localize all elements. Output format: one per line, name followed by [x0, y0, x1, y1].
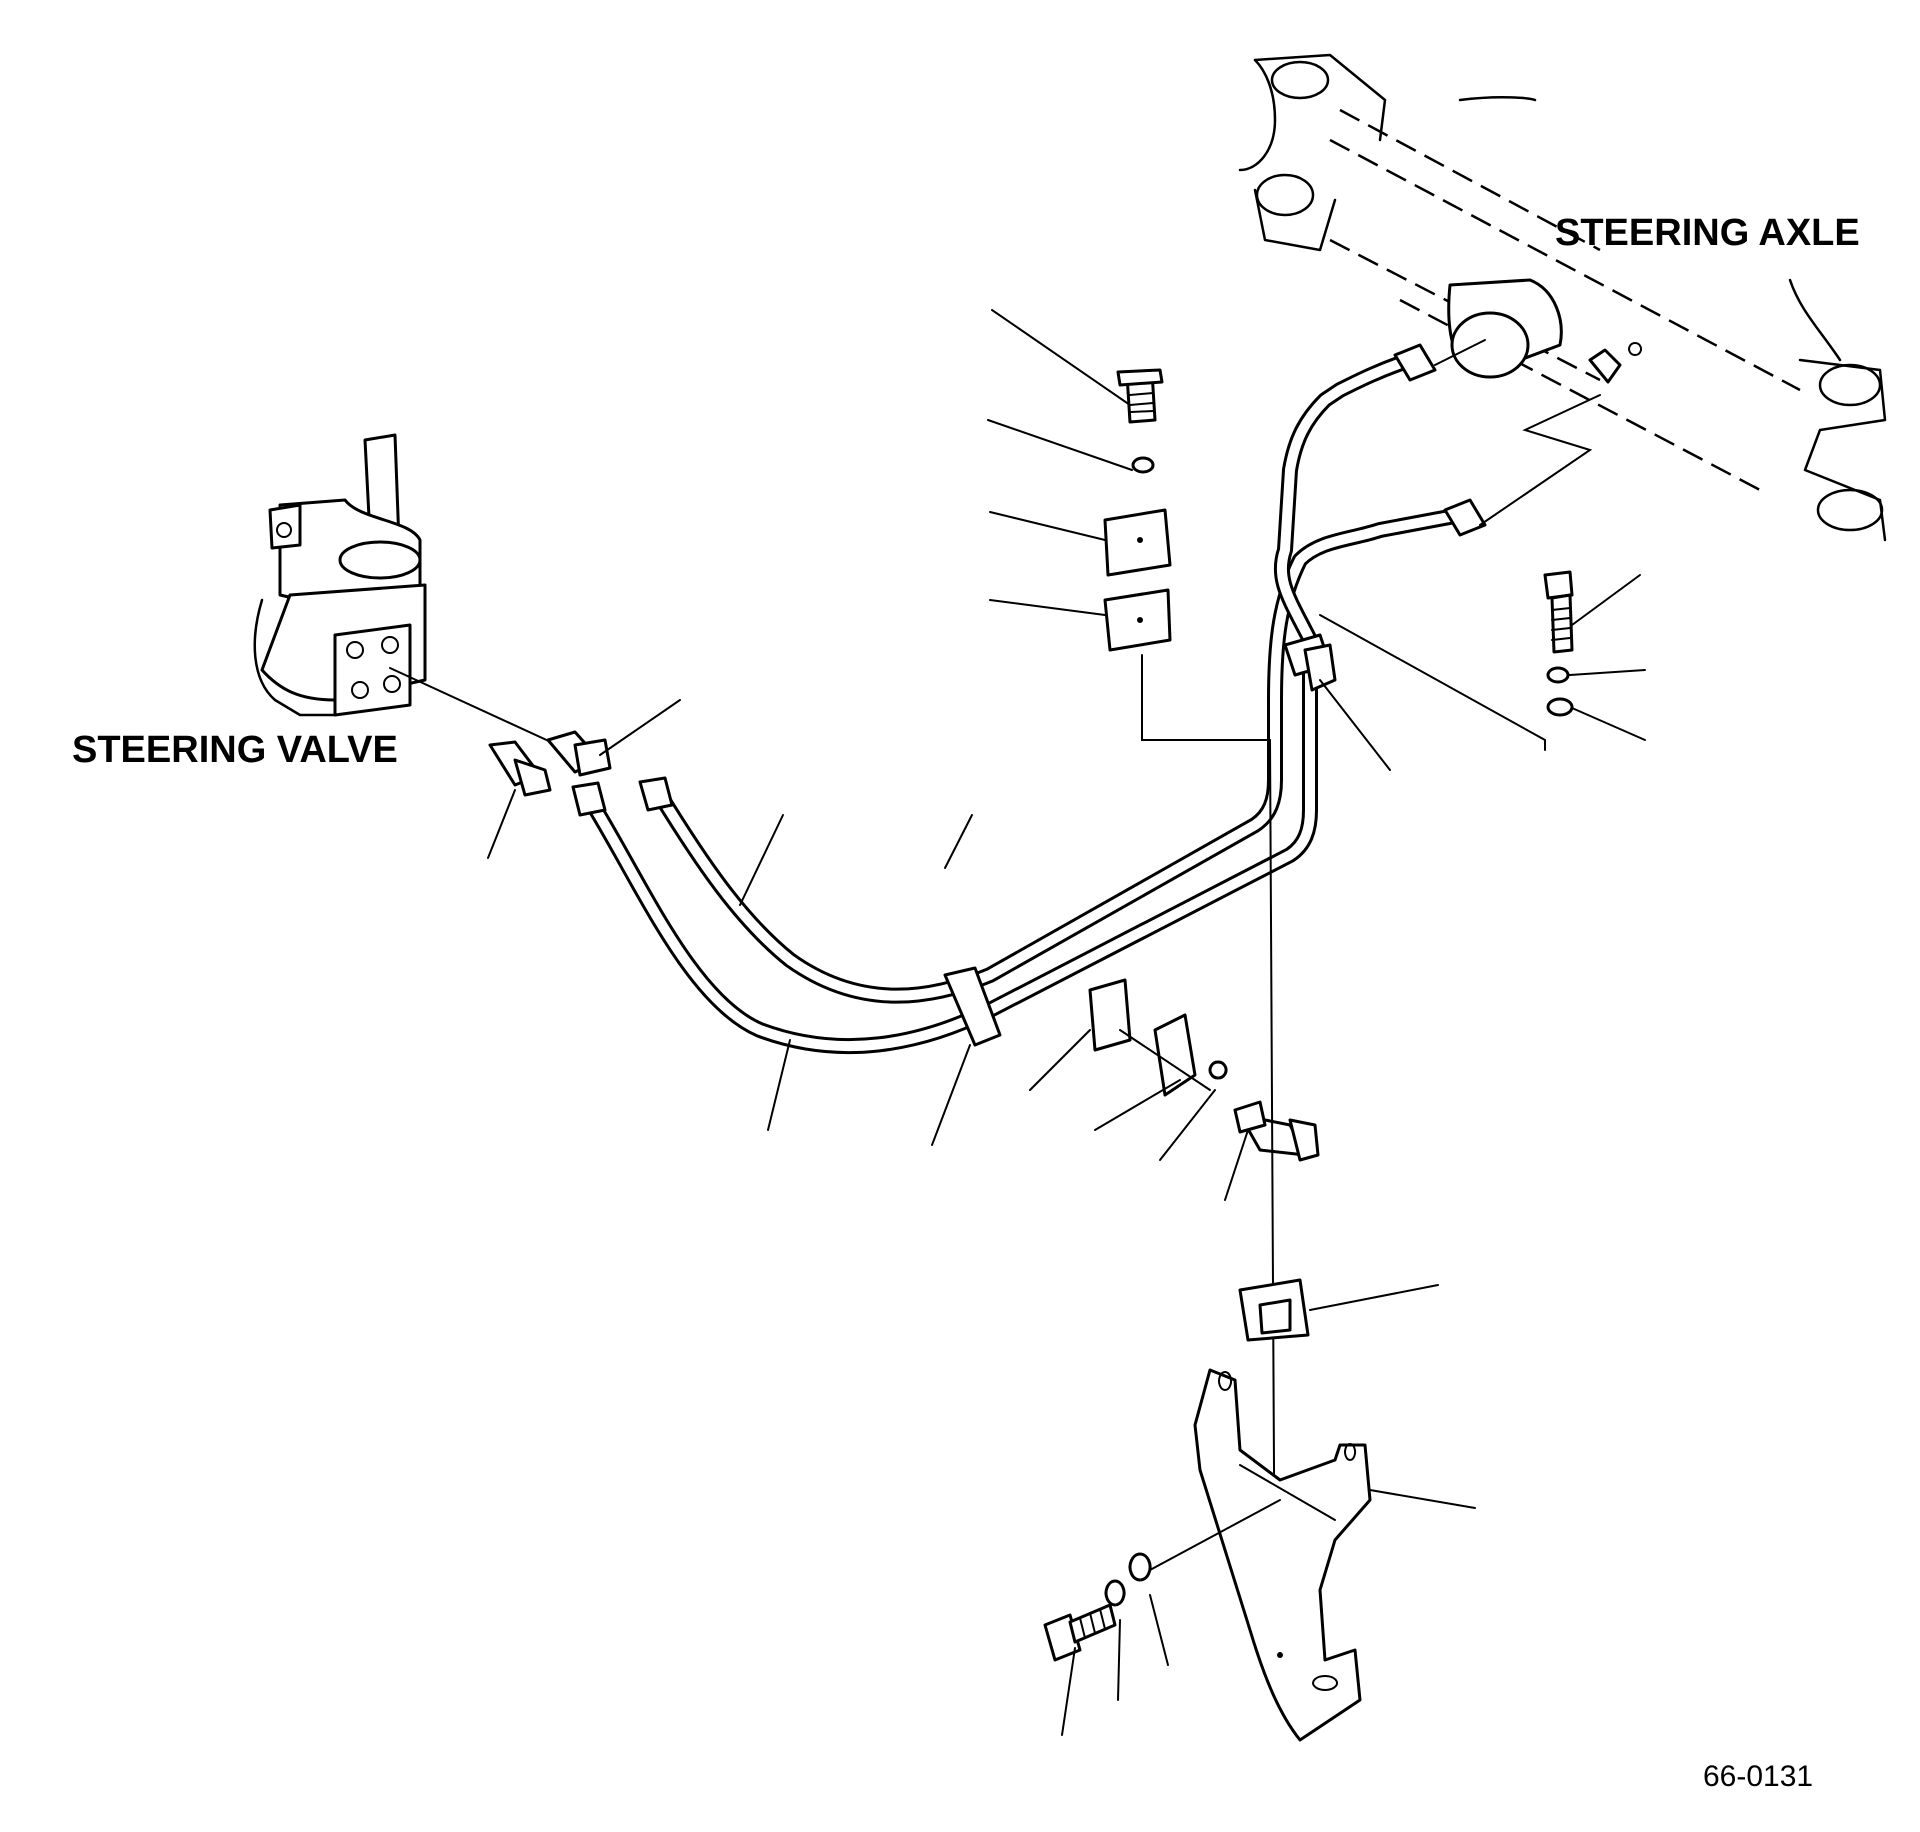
- explode-line-axle-lower: [1479, 394, 1601, 526]
- hydraulic-hoses: [571, 343, 1487, 1055]
- leader-lines: [487, 309, 1646, 1736]
- bolt-washer-set-middle: [1233, 1100, 1267, 1134]
- hose-fitting-upper: [546, 730, 612, 777]
- explode-line-axle-upper: [1434, 339, 1486, 366]
- steering-axle: [1238, 53, 1887, 542]
- clamp-lower: [1238, 1278, 1310, 1342]
- steering-valve: [253, 433, 427, 717]
- steering-valve-label: STEERING VALVE: [72, 729, 398, 771]
- steering-axle-label: STEERING AXLE: [1555, 212, 1860, 254]
- mounting-bracket: [1193, 1368, 1372, 1742]
- pipe-clamp-lower: [943, 966, 1002, 1047]
- clamp-assembly-top: [1103, 368, 1271, 741]
- bolt-washer-set-right: [1319, 570, 1574, 751]
- clamp-plate-middle: [1088, 978, 1320, 1162]
- figure-code: 66-0131: [1703, 1760, 1813, 1793]
- pipe-clamp-upper: [1283, 633, 1337, 692]
- hose-fitting-lower: [488, 740, 552, 797]
- steering-cylinder: [1447, 278, 1643, 384]
- bolt-washer-set-bottom: [1043, 1499, 1281, 1662]
